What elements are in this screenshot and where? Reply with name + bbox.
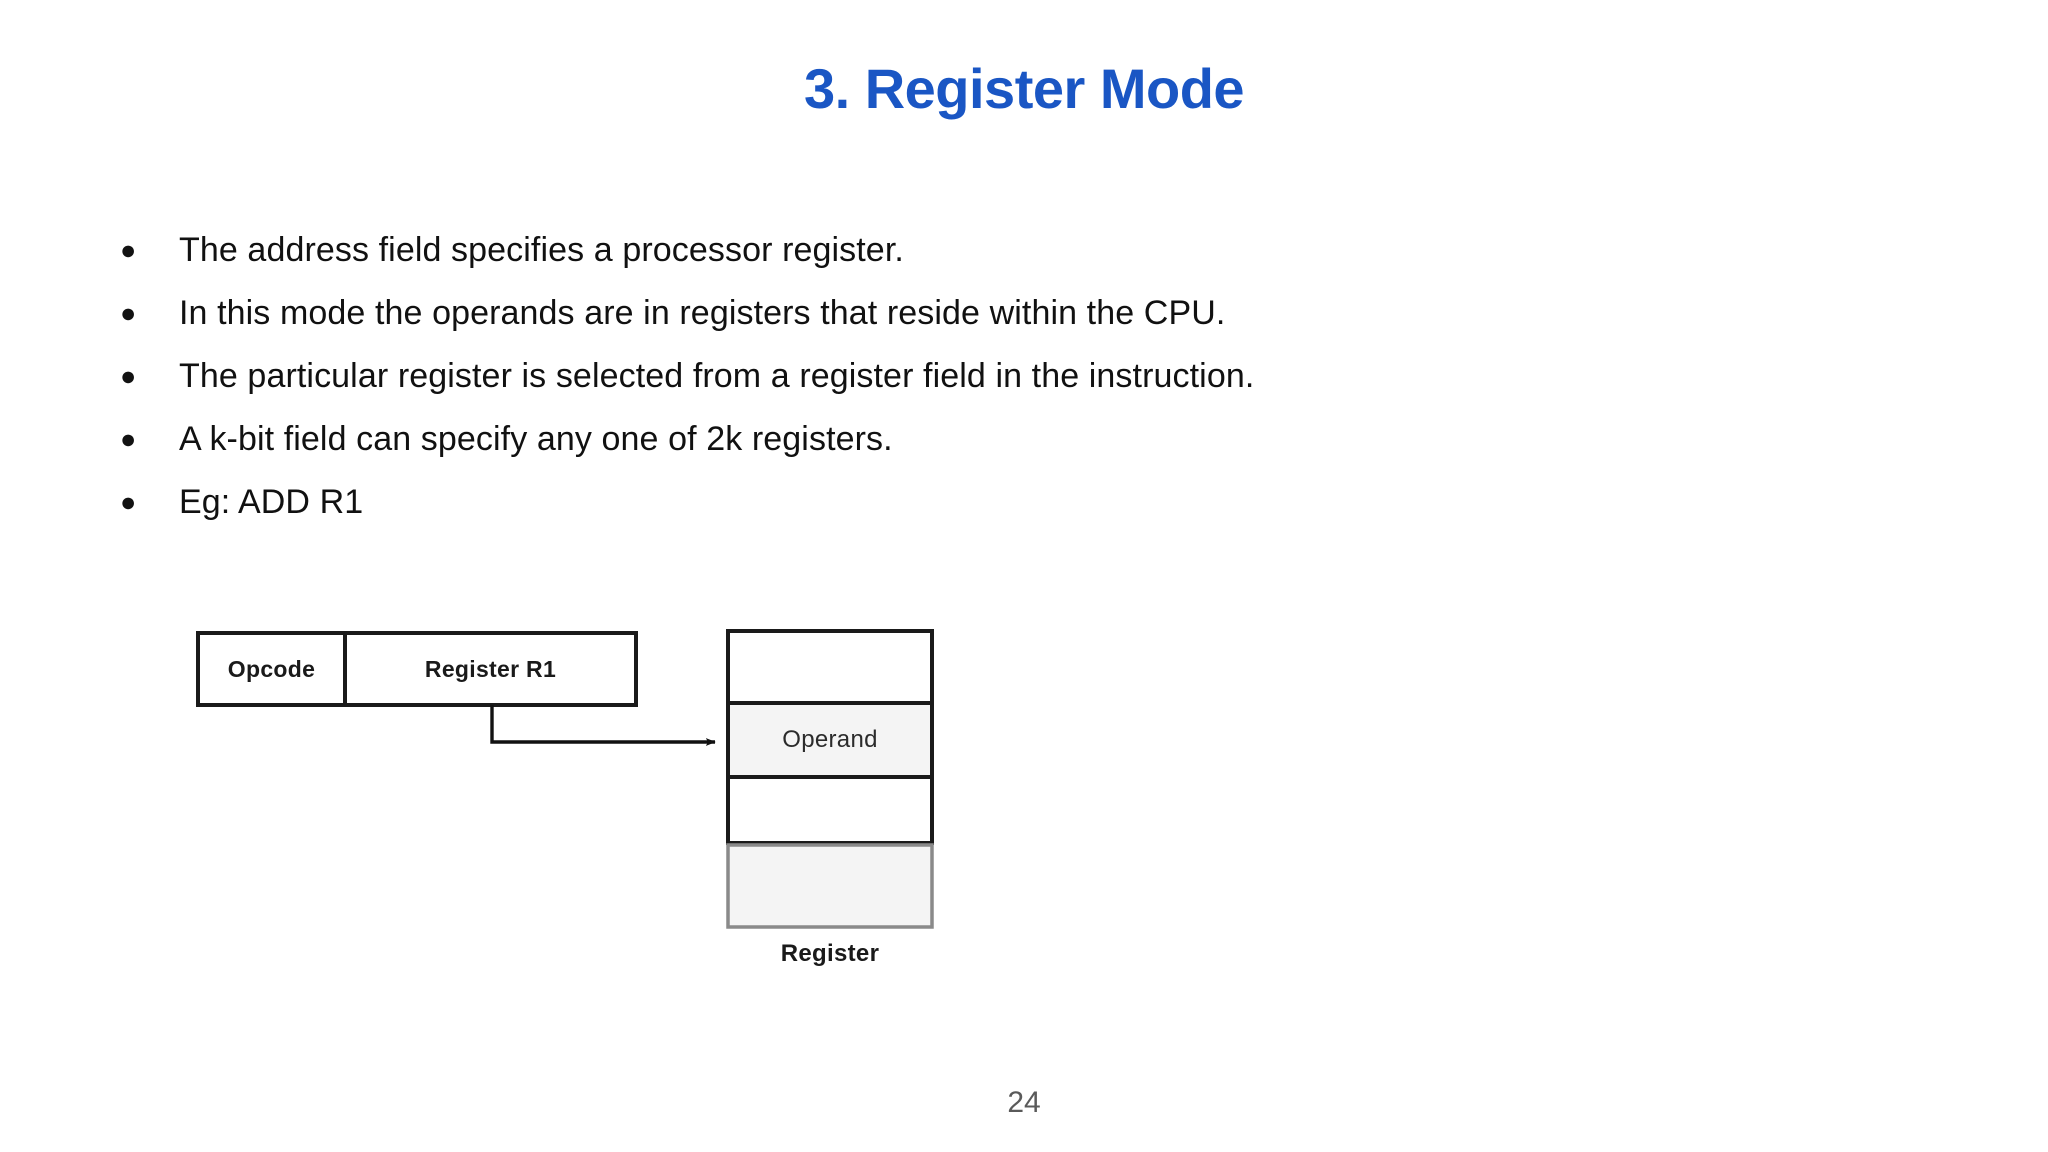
instruction-field-register-label: Register R1: [424, 655, 557, 682]
bullet-list: ● The address field specifies a processo…: [112, 228, 1812, 543]
instruction-field-opcode: Opcode: [198, 633, 345, 705]
bullet-text: The particular register is selected from…: [179, 357, 1255, 395]
instruction-field-opcode-label: Opcode: [227, 655, 316, 682]
register-file-caption-wrap: Register: [728, 940, 932, 968]
list-item: ● A k-bit field can specify any one of 2…: [112, 417, 1812, 480]
register-file-stack: [726, 629, 934, 929]
bullet-text: A k-bit field can specify any one of 2k …: [179, 420, 893, 458]
register-file-caption: Register: [780, 940, 880, 967]
connector-arrow: [490, 705, 716, 746]
instruction-field-register: Register R1: [345, 633, 636, 705]
page-title: 3. Register Mode: [803, 57, 1245, 120]
bullet-text: The address field specifies a processor …: [179, 231, 904, 269]
register-cell-operand: Operand: [728, 703, 932, 777]
bullet-dot-icon: ●: [120, 235, 137, 265]
bullet-dot-icon: ●: [120, 361, 137, 391]
bullet-text: Eg: ADD R1: [179, 483, 364, 521]
bullet-text: In this mode the operands are in registe…: [179, 294, 1226, 332]
bullet-dot-icon: ●: [120, 487, 137, 517]
list-item: ● In this mode the operands are in regis…: [112, 291, 1812, 354]
list-item: ● The address field specifies a processo…: [112, 228, 1812, 291]
list-item: ● Eg: ADD R1: [112, 480, 1812, 543]
list-item: ● The particular register is selected fr…: [112, 354, 1812, 417]
bullet-dot-icon: ●: [120, 298, 137, 328]
register-cell-operand-label: Operand: [782, 726, 878, 753]
page-number: 24: [1007, 1086, 1041, 1119]
bullet-dot-icon: ●: [120, 424, 137, 454]
